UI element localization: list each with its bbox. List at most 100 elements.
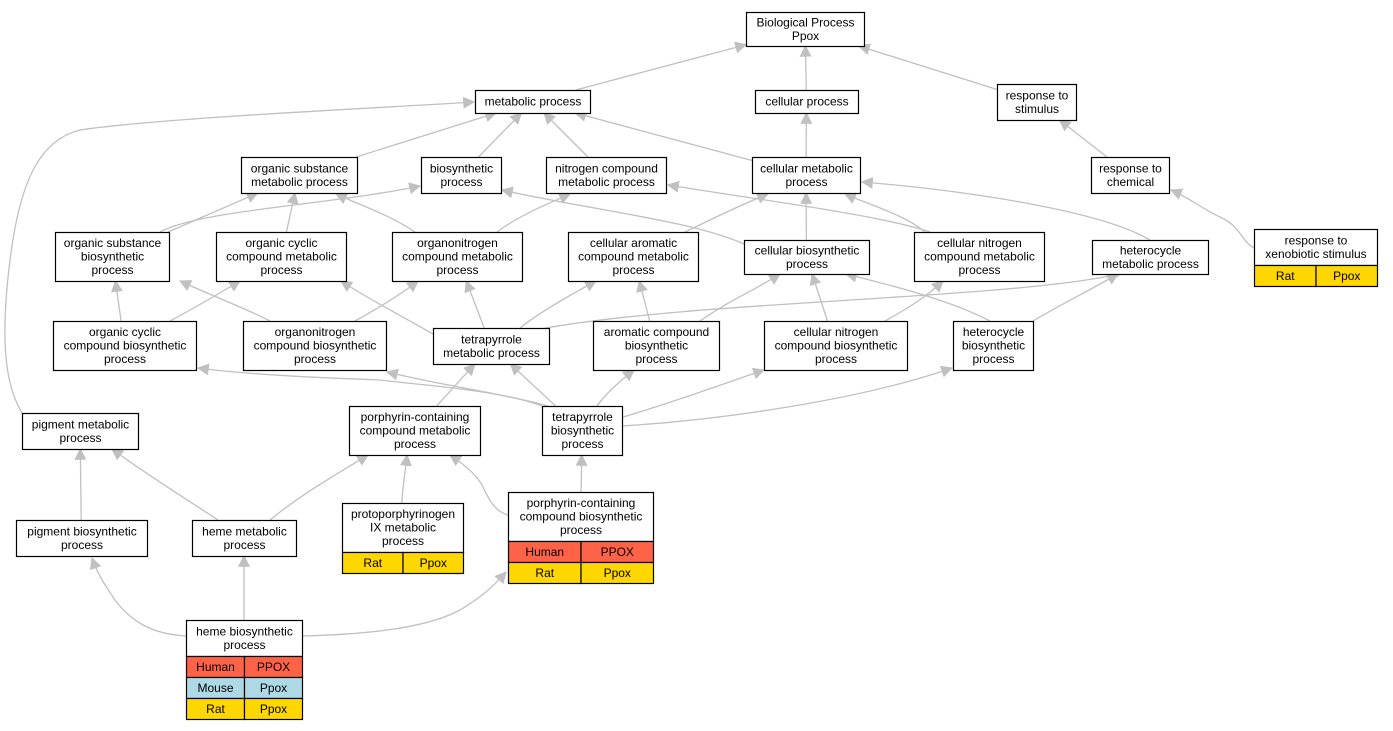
edge-cncmp-to-cmp xyxy=(843,192,926,233)
edge-oncmp-to-ncmp xyxy=(496,192,572,233)
species-label: Mouse xyxy=(197,681,233,695)
edge-cacmp-to-cmp xyxy=(684,192,770,233)
node-box xyxy=(1090,156,1171,195)
node-box xyxy=(420,156,503,195)
node-label-line: process xyxy=(394,437,436,451)
edge-cmp-to-mp xyxy=(574,110,753,162)
node-box xyxy=(592,320,721,372)
node-box xyxy=(952,320,1035,372)
node-label-line: response to xyxy=(1006,88,1069,102)
node-label-line: process xyxy=(958,263,1000,277)
node-label-line: aromatic compound xyxy=(604,325,709,339)
species-label: Rat xyxy=(535,566,554,580)
node-box xyxy=(507,491,655,543)
gene-label: Ppox xyxy=(260,681,287,695)
node-label-line: compound metabolic xyxy=(226,250,337,264)
node-label-line: biosynthetic xyxy=(962,339,1025,353)
edge-osmp-to-mp xyxy=(356,110,498,158)
node-label-line: process xyxy=(260,263,302,277)
node-box xyxy=(348,405,482,457)
node-label-line: nitrogen compound xyxy=(555,161,658,175)
species-label: Rat xyxy=(206,702,225,716)
node-label-line: cellular nitrogen xyxy=(794,325,879,339)
gene-label: Ppox xyxy=(604,566,631,580)
node-label-line: IX metabolic xyxy=(370,521,436,535)
edge-cncbp-to-cncmp xyxy=(884,280,944,322)
node-box xyxy=(545,156,668,195)
node-label-line: compound biosynthetic xyxy=(520,510,643,524)
node-label-line: cellular process xyxy=(765,95,848,109)
species-label: Human xyxy=(525,545,564,559)
edge-tmp-to-occmp xyxy=(339,280,434,335)
node-label-line: process xyxy=(91,263,133,277)
node-box xyxy=(474,89,592,115)
edge-cncmp-to-ncmp xyxy=(666,180,931,233)
node-label-line: cellular biosynthetic xyxy=(755,243,860,257)
node-box xyxy=(763,320,909,372)
node-box xyxy=(432,327,551,366)
edge-occbp-to-occmp xyxy=(169,280,242,322)
edge-oncbp-to-oncmp xyxy=(354,280,419,322)
edge-cp-to-bp xyxy=(799,44,812,91)
node-box xyxy=(913,231,1046,283)
gene-cell xyxy=(402,551,465,575)
node-label-line: compound biosynthetic xyxy=(775,339,898,353)
gene-label: Ppox xyxy=(420,556,447,570)
node-label-line: compound metabolic xyxy=(360,424,471,438)
edge-tbp-to-acbp xyxy=(596,369,635,407)
node-label-line: heterocycle xyxy=(963,325,1025,339)
node-label-line: compound metabolic xyxy=(578,250,689,264)
node-box xyxy=(996,83,1078,122)
node-label-line: porphyrin-containing xyxy=(527,496,636,510)
edge-tbp-to-hbp xyxy=(621,365,954,427)
node-label-line: compound biosynthetic xyxy=(254,339,377,353)
node-label-line: Ppox xyxy=(792,29,819,43)
node-box xyxy=(541,405,624,457)
node-label-line: process xyxy=(786,257,828,271)
edge-acbp-to-cbp xyxy=(699,273,782,322)
node-label-line: cellular aromatic xyxy=(590,236,677,250)
node-box xyxy=(242,320,388,372)
gene-label: Ppox xyxy=(260,702,287,716)
edge-oncmp-to-osmp xyxy=(334,193,416,233)
edge-tmp-to-cacmp xyxy=(519,280,598,329)
node-label-line: process xyxy=(815,352,857,366)
edge-ppix-to-pccmp xyxy=(399,453,412,504)
edge-hebp-to-pccbp xyxy=(301,571,507,637)
node-label-line: process xyxy=(294,352,336,366)
go-term-cp[interactable]: cellular process xyxy=(754,89,860,115)
node-label-line: organic substance xyxy=(64,236,162,250)
node-label-line: metabolic process xyxy=(443,346,540,360)
go-term-mp[interactable]: metabolic process xyxy=(474,89,592,115)
node-label-line: stimulus xyxy=(1015,102,1059,116)
